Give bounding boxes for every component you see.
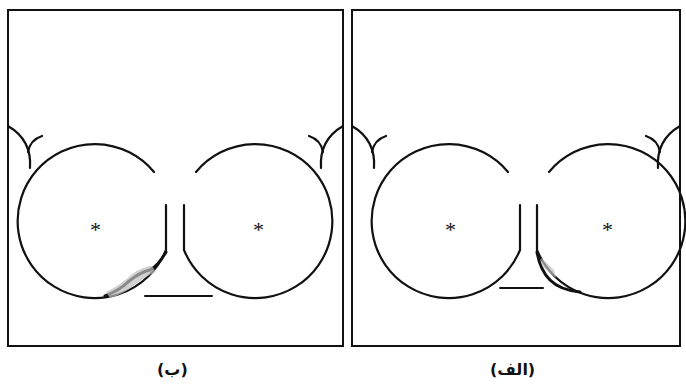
region-asterisk: * <box>253 219 264 241</box>
panel-caption: (ب) <box>157 362 188 378</box>
region-asterisk: * <box>602 219 613 241</box>
panel-caption: (الف) <box>490 362 535 378</box>
region-asterisk: * <box>90 219 101 241</box>
region-asterisk: * <box>445 219 456 241</box>
